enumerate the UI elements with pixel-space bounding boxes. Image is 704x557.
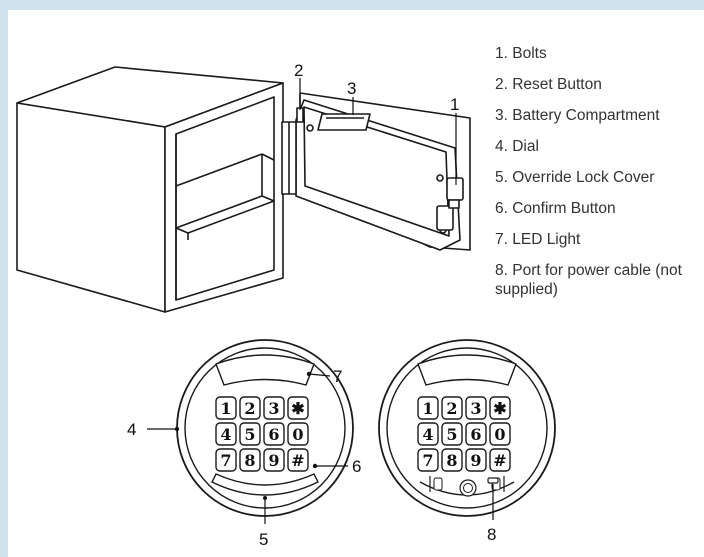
keypad-key-label: 4 [422, 425, 433, 444]
keypad-key[interactable] [287, 422, 309, 446]
callout-lines-bottom [147, 373, 494, 524]
callout-3: 3 [347, 79, 356, 98]
keypad-key-label: # [493, 451, 506, 470]
keypad-key[interactable] [215, 422, 237, 446]
keypad-key[interactable] [263, 396, 285, 420]
keypad-key-label: 5 [446, 425, 457, 444]
keypad-key[interactable] [489, 396, 511, 420]
keypad-key-label: 1 [220, 399, 231, 418]
keypad-key[interactable] [465, 396, 487, 420]
callout-7: 7 [333, 367, 342, 386]
keypad-key[interactable] [263, 448, 285, 472]
callout-5: 5 [259, 530, 268, 549]
legend-item-bolts: 1. Bolts [495, 45, 547, 62]
keypad-key-label: 2 [446, 399, 457, 418]
callout-2: 2 [294, 61, 303, 80]
keypad-key[interactable] [239, 396, 261, 420]
callout-lines-top [299, 78, 457, 185]
legend-item-battery-compartment: 3. Battery Compartment [495, 107, 660, 124]
keypad-key[interactable] [465, 448, 487, 472]
keypad-key[interactable] [489, 422, 511, 446]
keypad-key[interactable] [441, 422, 463, 446]
keypad-key-label: 9 [268, 451, 279, 470]
legend-item-power-port: 8. Port for power cable (not supplied) [495, 262, 682, 298]
keypad-key-label: 0 [494, 425, 505, 444]
keypad-key-label: 5 [244, 425, 255, 444]
keypad-key[interactable] [239, 448, 261, 472]
keypad-key-label: # [291, 451, 304, 470]
keypad-key-label: 7 [220, 451, 231, 470]
keypad-key-label: 2 [244, 399, 255, 418]
keypad-key-label: 1 [422, 399, 433, 418]
legend-item-override-lock-cover: 5. Override Lock Cover [495, 169, 655, 186]
keypad-key-label: 0 [292, 425, 303, 444]
legend-item-reset-button: 2. Reset Button [495, 76, 602, 93]
legend-item-dial: 4. Dial [495, 138, 539, 155]
keypad-key-label: ✱ [291, 399, 304, 418]
safe-door [281, 92, 471, 251]
keypad-key[interactable] [441, 448, 463, 472]
legend-item-led-light: 7. LED Light [495, 231, 581, 248]
keypad-key[interactable] [417, 422, 439, 446]
keypad-key-label: 6 [268, 425, 279, 444]
keypad-key-label: 7 [422, 451, 433, 470]
keypad-key[interactable] [441, 396, 463, 420]
keypad-key[interactable] [417, 448, 439, 472]
keypad-key[interactable] [287, 448, 309, 472]
keypad-key[interactable] [263, 422, 285, 446]
safe-body [16, 66, 284, 313]
legend: 1. Bolts 2. Reset Button 3. Battery Comp… [495, 44, 700, 311]
keypad-key-label: ✱ [493, 399, 506, 418]
keypad-key-label: 8 [244, 451, 255, 470]
keypad-key-label: 6 [470, 425, 481, 444]
keypad-key[interactable] [465, 422, 487, 446]
callout-8: 8 [487, 525, 496, 544]
keypad-key[interactable] [489, 448, 511, 472]
legend-item-confirm-button: 6. Confirm Button [495, 200, 616, 217]
keypad-key[interactable] [215, 396, 237, 420]
keypad-key-label: 3 [470, 399, 481, 418]
keypad-key[interactable] [287, 396, 309, 420]
keypad-key[interactable] [239, 422, 261, 446]
callout-6: 6 [352, 457, 361, 476]
keypad-key[interactable] [417, 396, 439, 420]
keypad-key-label: 9 [470, 451, 481, 470]
keypad-key-label: 4 [220, 425, 231, 444]
keypad-key[interactable] [215, 448, 237, 472]
callout-4: 4 [127, 420, 136, 439]
keypad-key-label: 3 [268, 399, 279, 418]
callout-1: 1 [450, 95, 459, 114]
keypad-key-label: 8 [446, 451, 457, 470]
